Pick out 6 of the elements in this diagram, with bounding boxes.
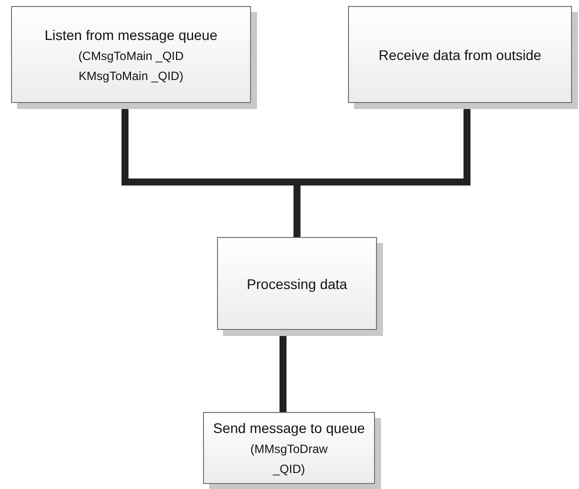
- queue-id-text: (MMsgToDraw _QID): [249, 441, 329, 478]
- box-title: Receive data from outside: [378, 46, 542, 64]
- box-title: Send message to queue: [213, 419, 365, 438]
- queue-id-text: (CMsgToMain _QID KMsgToMain _QID): [77, 48, 185, 84]
- box-title: Listen from message queue: [44, 26, 218, 45]
- box-title: Processing data: [246, 274, 348, 294]
